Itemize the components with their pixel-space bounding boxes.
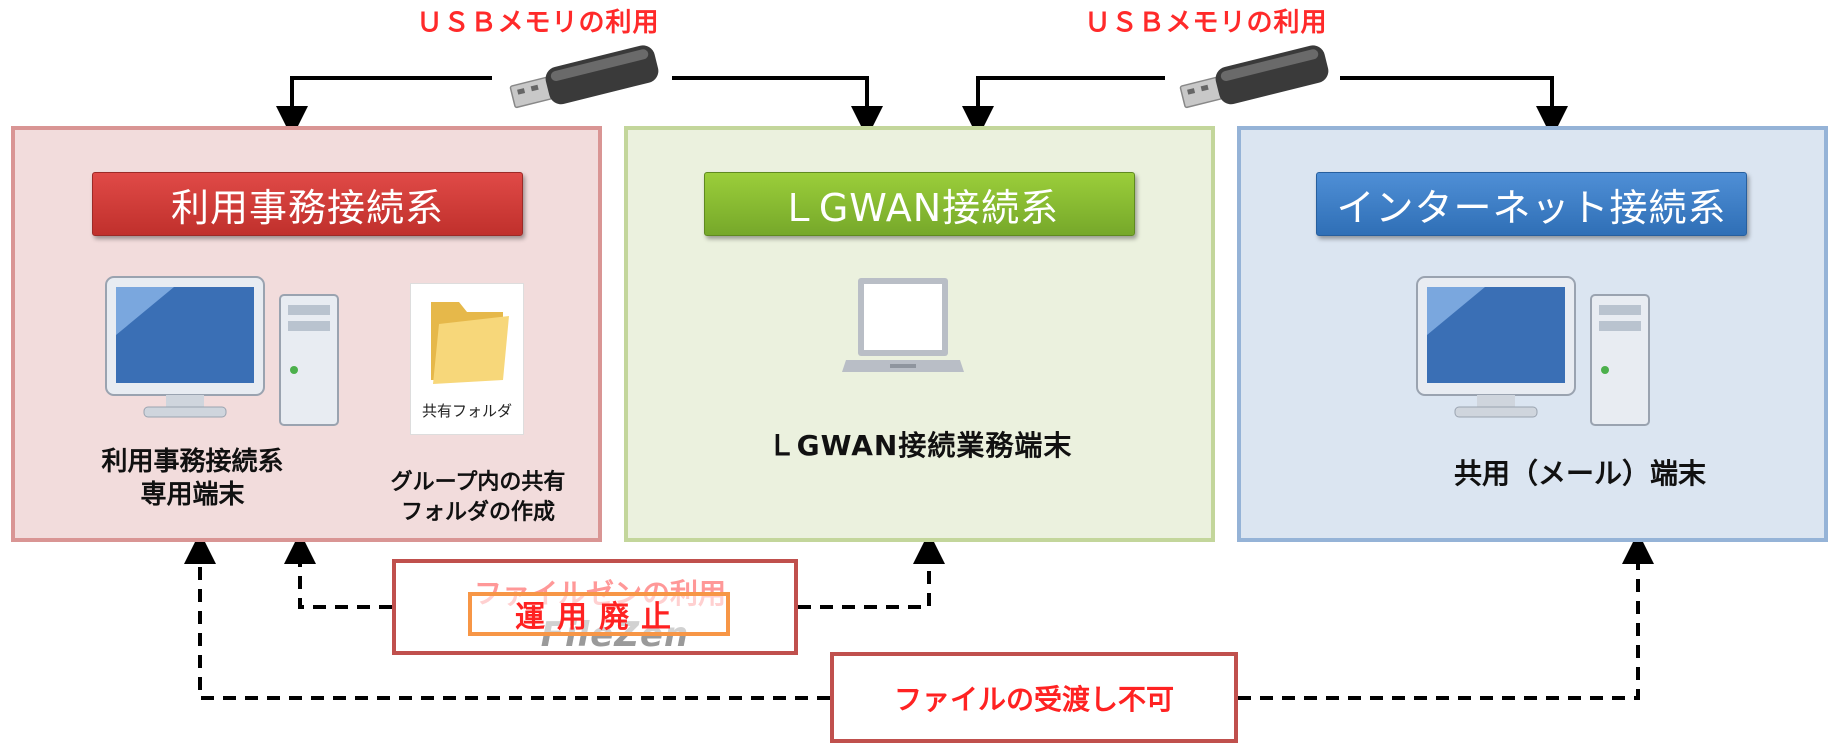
usb-label-left: ＵＳＢメモリの利用 xyxy=(416,8,660,38)
caption-line: 利用事務接続系 xyxy=(101,447,284,477)
discontinued-stamp: 運用廃止 xyxy=(468,592,730,636)
filezen-connector xyxy=(284,532,945,609)
zone-title-lgwan: ＬGWAN接続系 xyxy=(704,172,1135,236)
caption-shared-folder: グループ内の共有 フォルダの作成 xyxy=(358,468,598,528)
usb-arrow-right xyxy=(962,76,1568,138)
caption-lgwan-terminal: ＬGWAN接続業務端末 xyxy=(767,429,1073,462)
usb-label-right: ＵＳＢメモリの利用 xyxy=(1084,8,1328,38)
folder-icon xyxy=(431,302,509,384)
usb-stick-icon xyxy=(1179,45,1329,109)
caption-dedicated-terminal: 利用事務接続系 専用端末 xyxy=(60,446,325,512)
no-transfer-connector xyxy=(184,532,1654,700)
laptop-icon xyxy=(842,278,964,372)
usb-stick-icon xyxy=(509,45,659,109)
zone-title-usage-affairs: 利用事務接続系 xyxy=(92,172,523,236)
desktop-computer-icon xyxy=(105,276,339,426)
desktop-computer-icon xyxy=(1416,276,1650,426)
shared-folder-tile: 共有フォルダ xyxy=(410,283,524,435)
caption-shared-mail-terminal: 共用（メール）端末 xyxy=(1453,457,1706,490)
filezen-box xyxy=(392,559,798,655)
zone-title-internet: インターネット接続系 xyxy=(1316,172,1747,236)
caption-line: フォルダの作成 xyxy=(400,500,555,525)
usb-arrow-left xyxy=(276,76,883,138)
caption-line: 専用端末 xyxy=(140,480,245,510)
caption-line: グループ内の共有 xyxy=(390,470,566,495)
folder-icon-label: 共有フォルダ xyxy=(421,402,512,420)
no-transfer-box: ファイルの受渡し不可 xyxy=(830,652,1238,743)
